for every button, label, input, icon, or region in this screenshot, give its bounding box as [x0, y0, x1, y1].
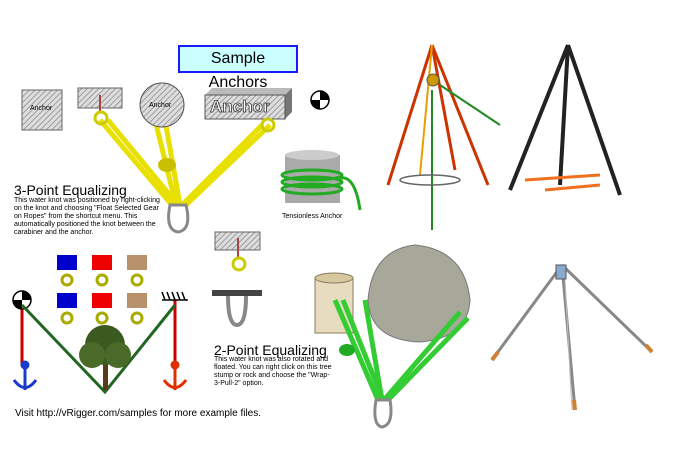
- center-of-mass-icon: [310, 90, 330, 110]
- tree: [79, 325, 131, 390]
- red-anchor-icon: [162, 360, 188, 390]
- blue-anchor-icon: [12, 360, 38, 390]
- anchor-label: Anchor: [210, 97, 270, 117]
- tensionless-label: Tensionless Anchor: [282, 213, 343, 220]
- tensionless-anchor[interactable]: [280, 150, 362, 211]
- three-point-heading: 3-Point Equalizing: [14, 182, 127, 198]
- colored-anchor-blocks[interactable]: [57, 255, 147, 325]
- three-point-text: This water knot was positioned by right-…: [14, 197, 160, 236]
- page-title: Sample Anchors: [178, 45, 298, 91]
- carabiner[interactable]: [373, 398, 393, 429]
- shackle[interactable]: [212, 290, 262, 328]
- anchor-label: Anchor: [30, 105, 53, 112]
- water-knot[interactable]: [339, 344, 355, 356]
- anchor-label: Anchor: [149, 102, 172, 109]
- green-rope-v[interactable]: [20, 303, 177, 395]
- anchor-circle[interactable]: [139, 82, 185, 128]
- anchor-block-side: [285, 88, 292, 119]
- carabiner[interactable]: [167, 203, 190, 234]
- anchor-block-top: [205, 88, 292, 95]
- anchor-block-3d[interactable]: [204, 94, 286, 120]
- water-knot[interactable]: [158, 158, 176, 172]
- center-of-mass-icon: [12, 290, 32, 310]
- ring: [93, 110, 109, 126]
- red-tripod[interactable]: [386, 44, 501, 230]
- rake-icon: [161, 291, 188, 301]
- footer-link-text[interactable]: Visit http://vRigger.com/samples for mor…: [15, 408, 262, 419]
- two-point-text: This water knot was also rotated and flo…: [214, 356, 332, 387]
- two-point-heading: 2-Point Equalizing: [214, 342, 327, 358]
- green-ropes: [332, 299, 470, 402]
- rock[interactable]: [367, 244, 471, 343]
- ring: [260, 117, 276, 133]
- gray-tripod[interactable]: [490, 263, 654, 411]
- ring: [231, 256, 247, 272]
- black-tripod[interactable]: [508, 44, 622, 196]
- anchor-square[interactable]: [21, 89, 63, 131]
